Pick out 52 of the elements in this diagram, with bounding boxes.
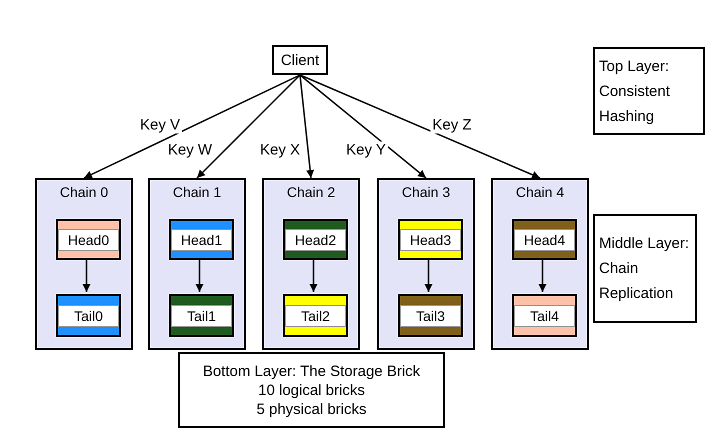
arrow — [538, 258, 546, 292]
arrow — [196, 258, 204, 292]
brick-box — [169, 219, 234, 260]
note-text: Top Layer: Consistent Hashing — [599, 56, 671, 126]
chain-title: Chain 1 — [172, 184, 222, 200]
brick-label: Tail4 — [514, 304, 575, 326]
arrow — [300, 74, 540, 179]
brick-label: Tail1 — [171, 304, 232, 326]
note-text: 10 logical bricks — [258, 380, 365, 400]
brick-box — [512, 219, 577, 260]
note-text: Middle Layer: Chain Replication — [599, 234, 690, 304]
arrow — [310, 258, 318, 292]
chain-title: Chain 3 — [400, 184, 452, 200]
note-text: Client — [280, 50, 320, 70]
chain-box — [35, 178, 133, 350]
edge-label: Key Z — [430, 116, 474, 134]
arrow — [82, 258, 90, 292]
brick-box — [283, 219, 348, 260]
arrow — [84, 74, 300, 179]
layer-note — [593, 47, 705, 135]
chain-box — [377, 178, 475, 350]
brick-label: Head0 — [58, 228, 119, 250]
brick-box — [283, 294, 348, 337]
chain-box — [262, 178, 360, 350]
brick-box — [56, 294, 121, 337]
brick-box — [512, 294, 577, 337]
arrow — [196, 74, 301, 179]
brick-label: Head4 — [514, 228, 575, 250]
note-text: Bottom Layer: The Storage Brick — [202, 362, 420, 380]
chain-title: Chain 2 — [286, 184, 336, 200]
chain-box — [148, 178, 246, 350]
brick-label: Tail0 — [58, 304, 119, 326]
layer-note — [272, 45, 328, 75]
arrow — [300, 74, 426, 179]
layer-note — [178, 352, 445, 428]
brick-label: Head3 — [400, 228, 461, 250]
layer-note — [593, 214, 697, 323]
edge-label: Key Y — [344, 142, 388, 158]
chain-title: Chain 4 — [514, 184, 566, 200]
chain-box — [491, 178, 589, 350]
brick-box — [56, 219, 121, 260]
brick-label: Head2 — [285, 228, 346, 250]
arrow — [299, 74, 314, 178]
chain-title: Chain 0 — [58, 184, 110, 200]
brick-label: Tail3 — [400, 304, 461, 326]
brick-box — [398, 294, 463, 337]
brick-box — [169, 294, 234, 337]
brick-label: Tail2 — [285, 304, 346, 326]
brick-box — [398, 219, 463, 260]
arrow — [424, 258, 432, 292]
note-text: 5 physical bricks — [256, 400, 367, 418]
brick-label: Head1 — [171, 228, 232, 250]
